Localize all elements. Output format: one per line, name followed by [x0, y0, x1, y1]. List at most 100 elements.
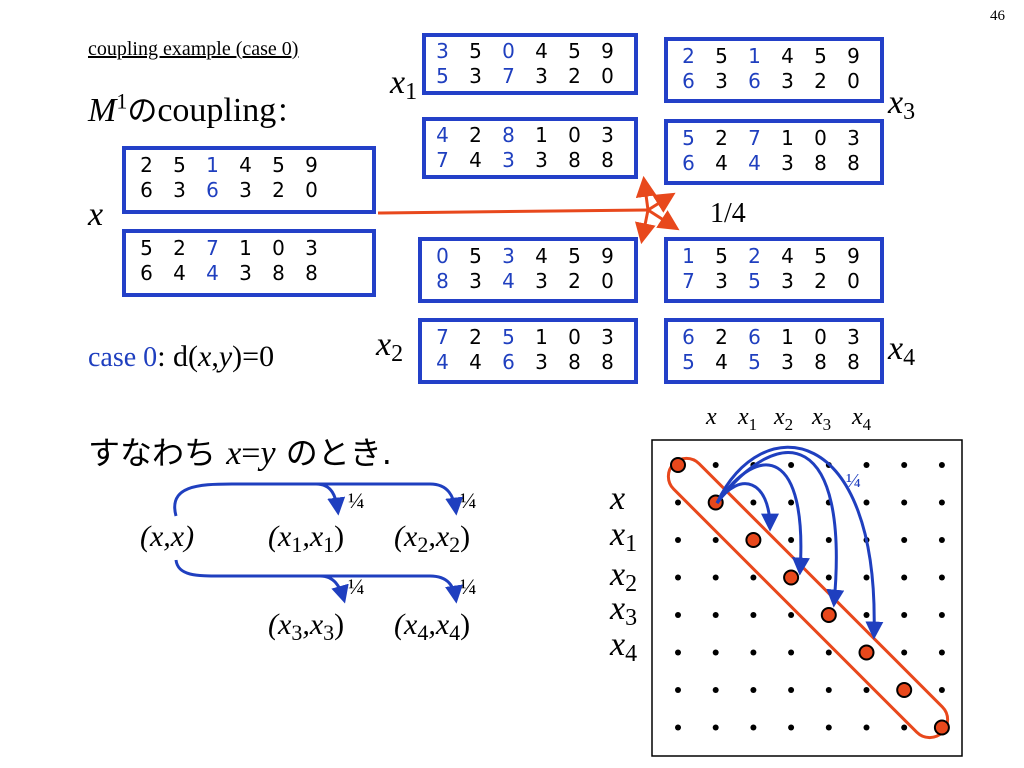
grid-dot	[675, 537, 681, 543]
case-comma: ,	[211, 340, 219, 373]
config-cell: 7	[502, 64, 515, 88]
arrow-to-x1	[635, 175, 657, 211]
grid-dot	[938, 649, 945, 656]
diagonal-dot	[670, 457, 686, 473]
heading-m: M	[88, 92, 117, 129]
arrow-to-x4	[647, 208, 680, 231]
grid-dot	[901, 499, 908, 506]
grid-dot	[675, 574, 681, 581]
config-cell: 4	[206, 261, 219, 285]
config-cell: 0	[568, 123, 581, 147]
config-cell: 6	[140, 178, 153, 202]
grid-dot	[901, 649, 908, 656]
config-cell: 4	[535, 244, 548, 268]
config-cell: 2	[469, 325, 482, 349]
config-cell: 8	[568, 148, 581, 172]
config-cell: 4	[436, 350, 449, 374]
grid-row-header-x4: x4	[610, 626, 638, 667]
config-cell: 4	[715, 151, 728, 175]
config-cell: 4	[748, 151, 761, 175]
config-cell: 7	[748, 126, 761, 150]
grid-dot	[825, 537, 832, 543]
config-cell: 5	[436, 64, 449, 88]
diagonal-dot	[933, 719, 950, 736]
config-cell: 3	[173, 178, 186, 202]
grid-dot	[863, 574, 870, 581]
grid-row-header-x1: x1	[610, 516, 638, 557]
grid-dot	[938, 574, 945, 581]
grid-dot	[712, 537, 719, 543]
config-cell: 2	[568, 269, 581, 293]
label-x4: x4	[888, 330, 916, 371]
config-cell: 8	[814, 151, 827, 175]
grid-dot	[901, 612, 908, 618]
case-line: case 0: d(x,y)=0	[88, 340, 274, 374]
grid-dot	[863, 462, 870, 468]
config-cell: 2	[814, 69, 827, 93]
config-cell: 0	[502, 39, 515, 63]
config-cell: 5	[682, 126, 695, 150]
config-cell: 0	[814, 126, 827, 150]
config-cell: 3	[535, 64, 548, 88]
arrow-pair-x3	[174, 559, 349, 604]
config-cell: 0	[601, 64, 614, 88]
config-cell: 3	[847, 325, 860, 349]
grid-row-header-x3: x3	[610, 590, 638, 631]
case-var-x: x	[198, 340, 212, 373]
config-cell: 0	[305, 178, 318, 202]
arrow-pair-x1	[173, 482, 346, 517]
arrow-to-x2	[634, 209, 656, 245]
slide-title: coupling example (case 0)	[88, 38, 299, 60]
config-cell: 3	[502, 148, 515, 172]
heading-no: の	[127, 94, 158, 129]
config-cell: 8	[847, 350, 860, 374]
grid-frame	[651, 439, 963, 757]
case-text-pre: : d(	[157, 340, 199, 373]
config-cell: 7	[436, 148, 449, 172]
config-cell: 6	[206, 178, 219, 202]
config-cell: 3	[502, 244, 515, 268]
grid-arrow-x3	[715, 451, 845, 608]
grid-row-header-x2: x2	[610, 556, 638, 597]
grid-dot	[863, 499, 870, 506]
config-cell: 8	[272, 261, 285, 285]
grid-dot	[901, 462, 908, 468]
config-cell: 6	[682, 151, 695, 175]
config-cell: 2	[272, 178, 285, 202]
config-cell: 3	[535, 148, 548, 172]
grid-dot	[825, 574, 832, 581]
grid-dot	[675, 649, 681, 656]
pair-x3: (x3,x3)	[268, 608, 345, 645]
config-cell: 2	[140, 153, 153, 177]
config-cell: 6	[682, 325, 695, 349]
config-cell: 1	[682, 244, 695, 268]
transition-arrows	[377, 175, 680, 245]
heading-colon: ：	[276, 98, 303, 127]
config-cell: 0	[847, 69, 860, 93]
config-cell: 4	[469, 350, 482, 374]
config-cell: 5	[814, 44, 827, 68]
config-cell: 3	[469, 64, 482, 88]
config-cell: 4	[781, 244, 794, 268]
grid-dot	[788, 687, 795, 693]
heading: M1のcoupling：	[88, 86, 302, 130]
grid-arrows	[715, 445, 884, 640]
config-cell: 5	[748, 350, 761, 374]
config-cell: 1	[748, 44, 761, 68]
config-cell: 2	[814, 269, 827, 293]
config-cell: 2	[568, 64, 581, 88]
label-x2: x2	[376, 326, 404, 367]
config-cell: 5	[272, 153, 285, 177]
config-cell: 1	[206, 153, 219, 177]
pair-x2: (x2,x2)	[394, 520, 471, 557]
config-cell: 7	[682, 269, 695, 293]
diagonal-dot	[783, 569, 800, 586]
